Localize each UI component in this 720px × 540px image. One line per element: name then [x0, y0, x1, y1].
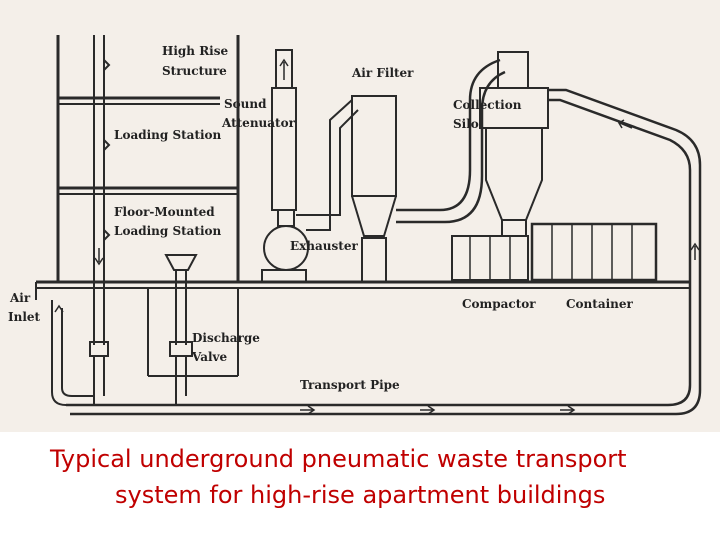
diagram-background: [0, 0, 720, 432]
label-silo: Silo: [453, 117, 479, 131]
label-floor-mounted: Floor-Mounted: [114, 205, 215, 219]
high-rise-structure: [56, 35, 240, 283]
label-exhauster: Exhauster: [290, 239, 358, 253]
air-filter: [351, 58, 506, 283]
label-inlet: Inlet: [8, 310, 41, 324]
label-structure: Structure: [162, 64, 227, 78]
label-valve: Valve: [191, 350, 228, 364]
label-collection: Collection: [453, 98, 522, 112]
exhauster: [261, 99, 359, 283]
label-air: Air: [9, 291, 31, 305]
collection-silo: [479, 51, 549, 237]
caption-line-1: Typical underground pneumatic waste tran…: [50, 445, 627, 473]
label-floor-loading-station: Loading Station: [114, 224, 222, 238]
label-loading-station: Loading Station: [114, 128, 222, 142]
label-transport-pipe: Transport Pipe: [300, 378, 400, 392]
compactor: [451, 235, 529, 281]
caption-line-2: system for high-rise apartment buildings: [115, 481, 606, 509]
label-air-filter: Air Filter: [351, 66, 414, 80]
label-container: Container: [566, 297, 634, 311]
label-sound: Sound: [224, 97, 267, 111]
air-inlet-pipe: [51, 300, 110, 406]
label-high-rise: High Rise: [162, 44, 228, 58]
label-compactor: Compactor: [462, 297, 536, 311]
figure-caption: Typical underground pneumatic waste tran…: [0, 436, 720, 536]
basement-walls: [147, 288, 239, 377]
pneumatic-waste-system-diagram: High Rise Structure Sound Attenuator Air…: [0, 0, 720, 432]
container: [530, 222, 658, 282]
refuse-chute: [89, 35, 111, 376]
label-discharge: Discharge: [192, 331, 260, 345]
label-attenuator: Attenuator: [221, 116, 296, 130]
floor-mounted-station: [164, 254, 198, 376]
transport-pipe: [66, 88, 702, 416]
